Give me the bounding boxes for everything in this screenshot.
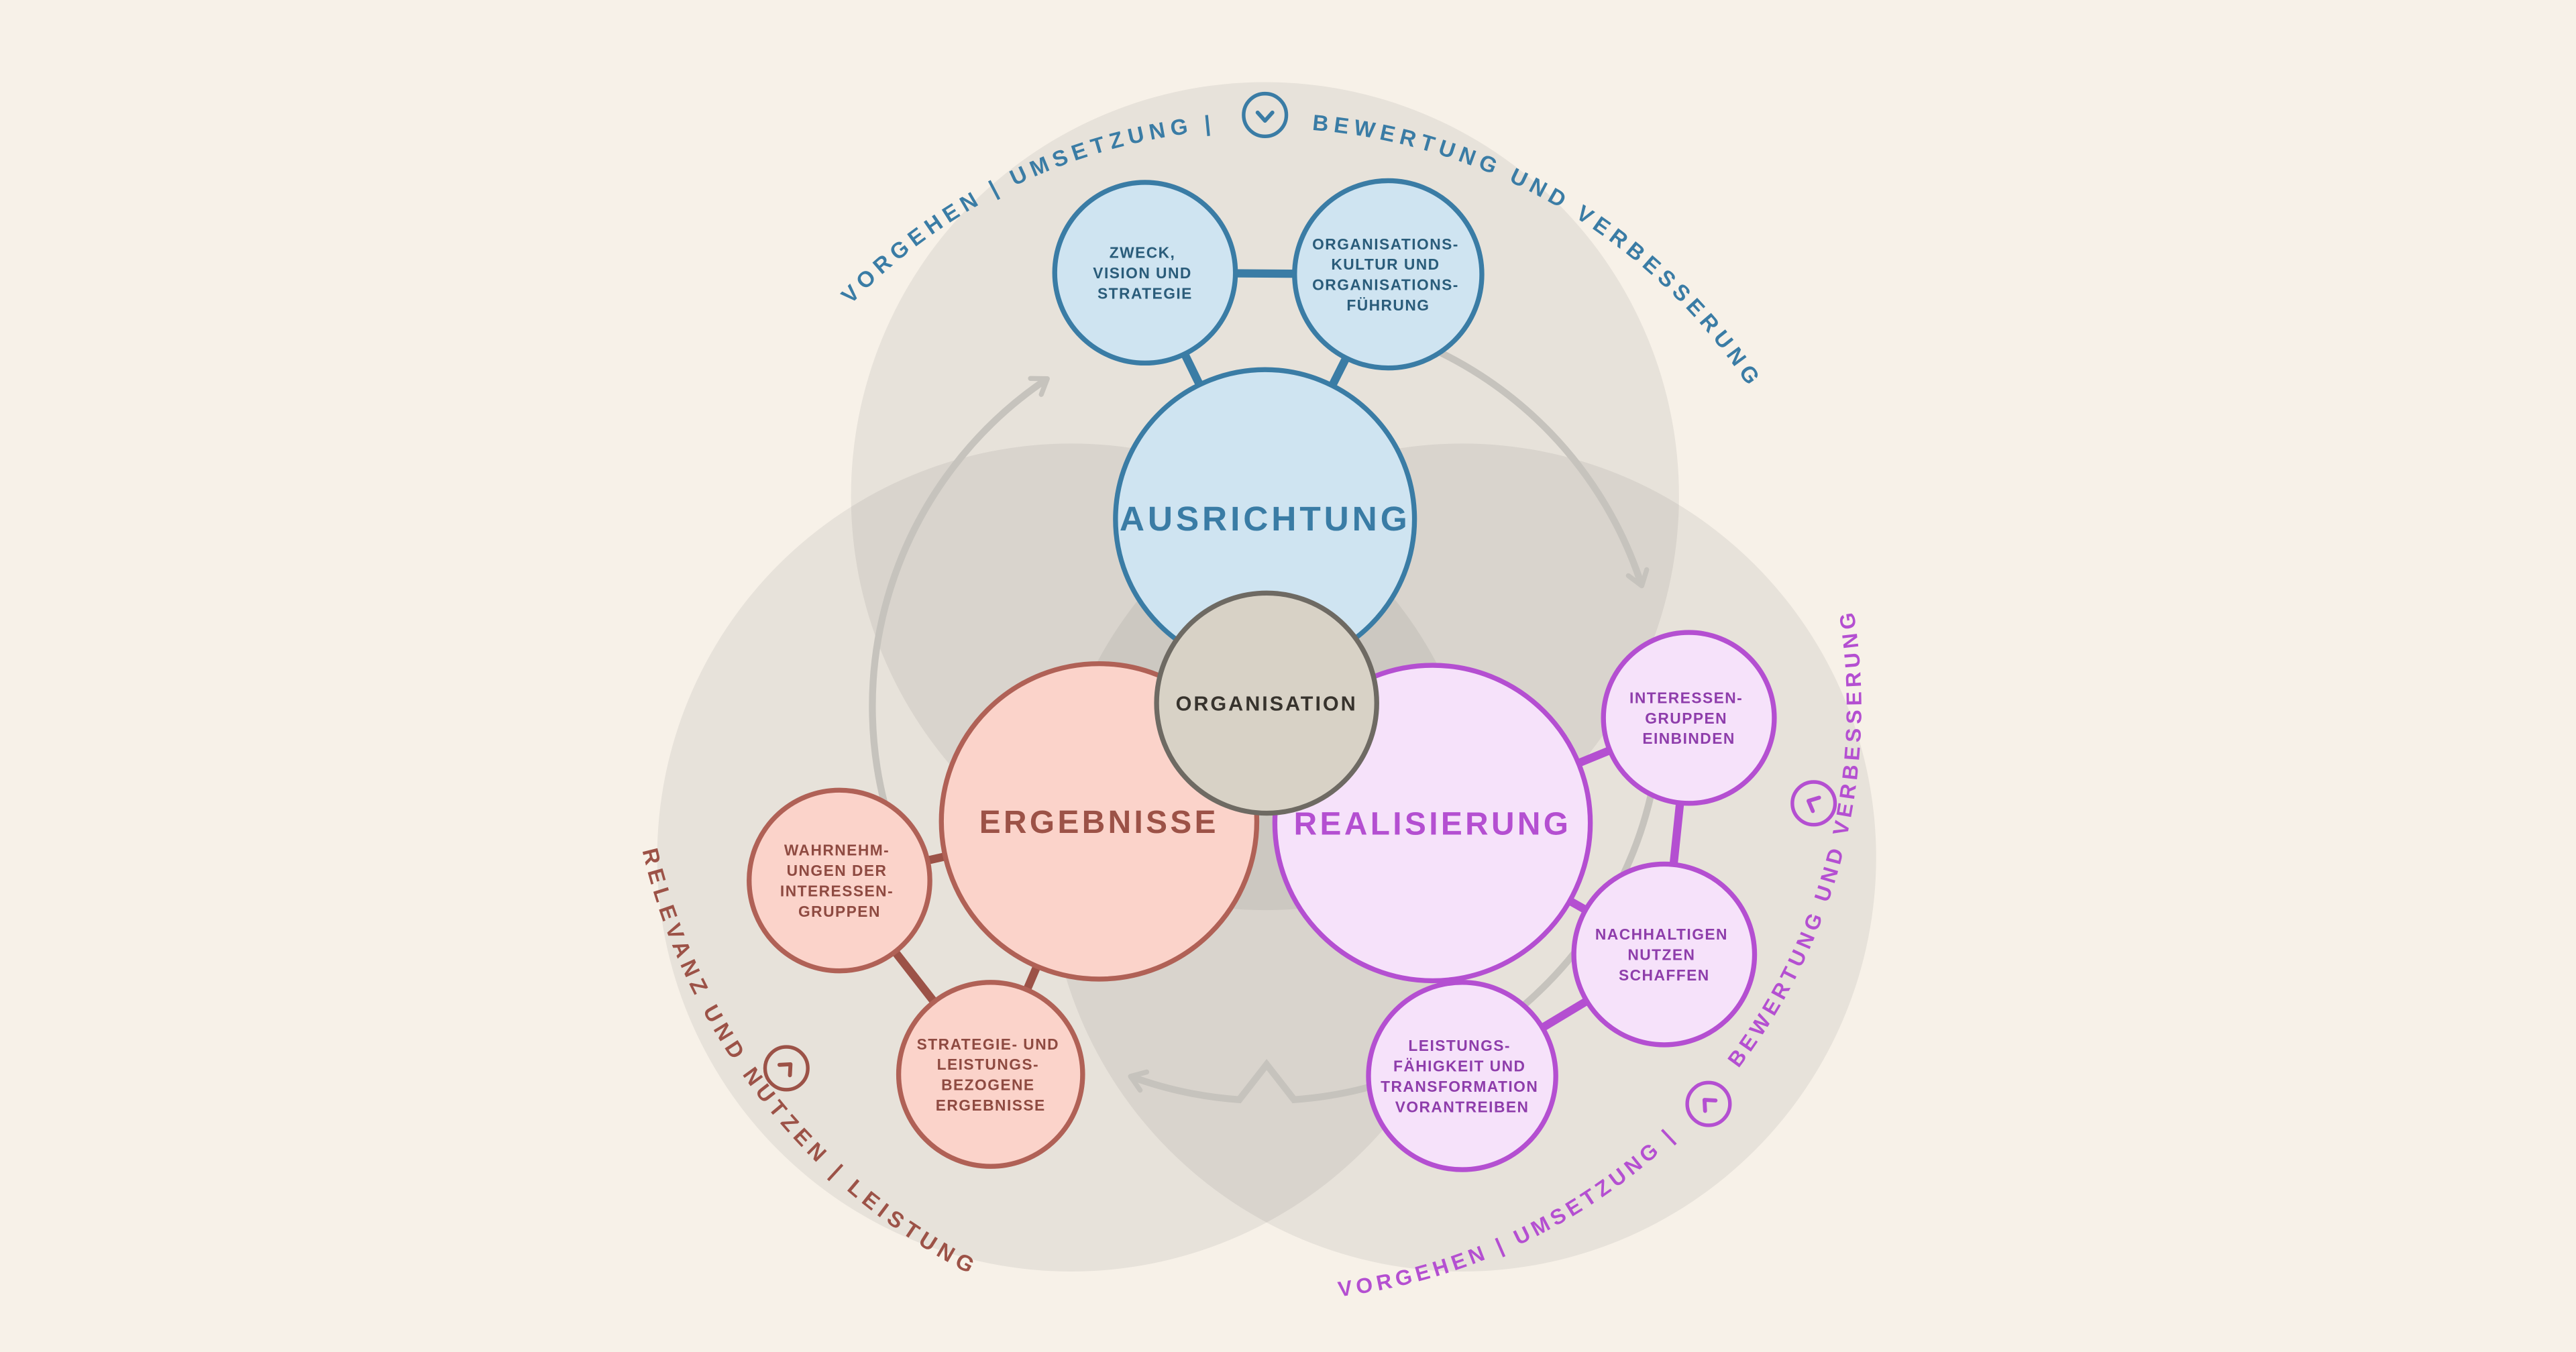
title-realisierung: REALISIERUNG — [1294, 806, 1572, 842]
label-organisationskultur: ORGANISATIONS- KULTUR UND ORGANISATIONS-… — [1312, 235, 1464, 314]
node-nachhaltigen-nutzen — [1571, 861, 1758, 1048]
label-nachhaltigen-nutzen: NACHHALTIGEN NUTZEN SCHAFFEN — [1595, 925, 1733, 984]
label-leistungsfaehigkeit: LEISTUNGS- FÄHIGKEIT UND TRANSFORMATION … — [1381, 1037, 1544, 1115]
ausrichtung-cluster: ZWECK, VISION UND STRATEGIE ORGANISATION… — [1052, 178, 1485, 671]
node-strategie-ergebnisse — [896, 980, 1085, 1169]
label-interessengruppen: INTERESSEN- GRUPPEN EINBINDEN — [1629, 689, 1748, 747]
cycle-chevron-up-right-icon — [763, 1045, 810, 1092]
cycle-chevron-left-icon — [1790, 780, 1837, 827]
node-organisation — [1154, 590, 1379, 816]
label-strategie-ergebnisse: STRATEGIE- UND LEISTUNGS- BEZOGENE ERGEB… — [917, 1035, 1065, 1114]
node-organisationskultur — [1292, 178, 1485, 371]
title-organisation: ORGANISATION — [1176, 692, 1358, 715]
cycle-chevron-down-icon — [1242, 91, 1289, 139]
label-wahrnehmungen: WAHRNEHM- UNGEN DER INTERESSEN- GRUPPEN — [780, 842, 899, 920]
cycle-chevron-up-left-icon — [1685, 1080, 1732, 1127]
node-leistungsfaehigkeit — [1366, 980, 1558, 1172]
label-zweck-vision-strategie: ZWECK, VISION UND STRATEGIE — [1093, 244, 1197, 302]
title-ausrichtung: AUSRICHTUNG — [1120, 499, 1411, 538]
node-zweck-vision-strategie — [1052, 180, 1238, 366]
flow-arrow-left — [869, 376, 1050, 843]
cycle-icons — [763, 91, 1837, 1127]
node-interessengruppen — [1601, 630, 1777, 806]
node-wahrnehmungen — [747, 787, 932, 974]
title-ergebnisse: ERGEBNISSE — [979, 805, 1219, 840]
organisation-node: ORGANISATION — [1154, 590, 1379, 816]
flow-arrow-right — [1400, 333, 1650, 589]
